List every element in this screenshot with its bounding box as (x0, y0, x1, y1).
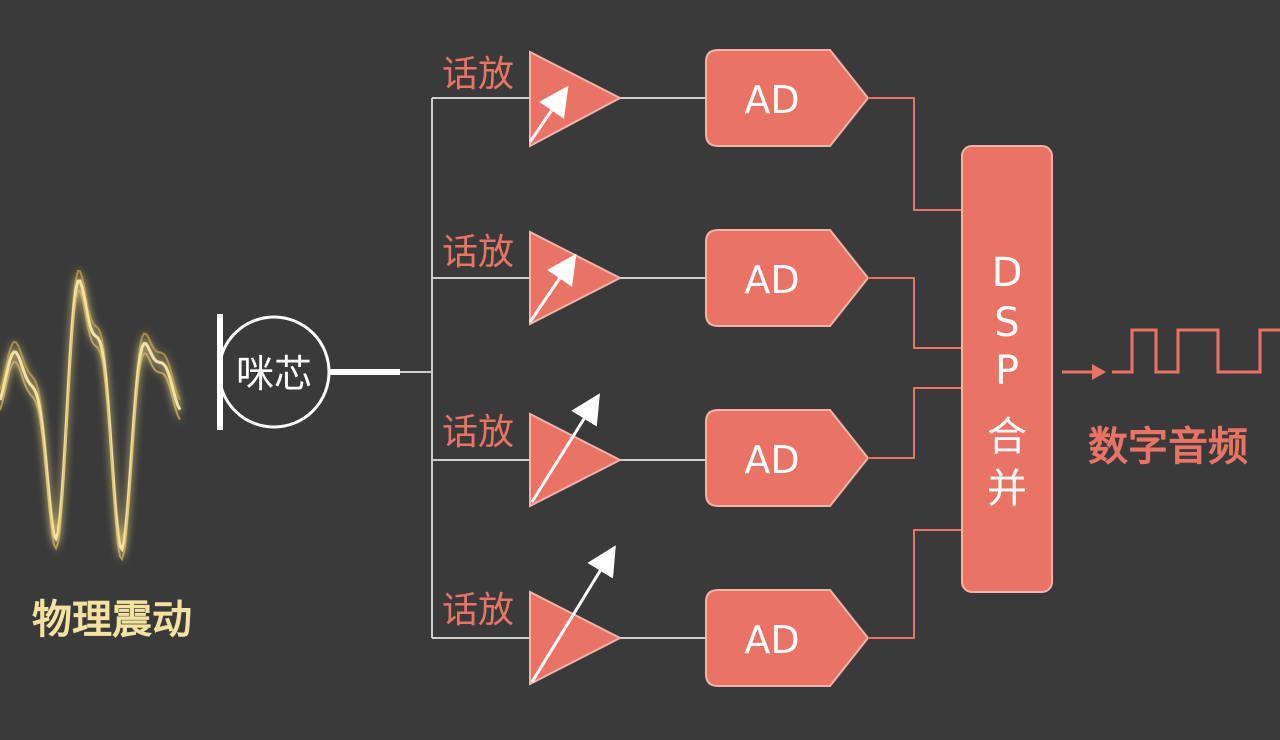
ad-label: AD (744, 258, 799, 302)
amplifier-1 (528, 50, 705, 148)
gain-arrow-icon (530, 393, 600, 503)
dsp-label-line-5: 并 (987, 466, 1027, 512)
digital-square-wave-icon (1112, 328, 1280, 374)
ad-to-dsp-wires (868, 97, 962, 639)
amplifier-label: 话放 (442, 232, 514, 273)
gain-arrow-icon (528, 85, 569, 143)
ad-label: AD (744, 618, 799, 662)
ad-converter-3 (705, 409, 870, 507)
wave-line (0, 289, 181, 562)
amplifier-2 (528, 230, 705, 326)
ad-converter-2 (705, 229, 870, 327)
amplifier-label: 话放 (442, 54, 514, 95)
dsp-label-line-2: S (994, 300, 1019, 346)
wave-line (0, 279, 182, 553)
amplifier-label: 话放 (442, 590, 514, 631)
output-arrow-icon (1062, 364, 1106, 380)
dsp-label-line-4: 合 (987, 414, 1027, 460)
amplifier-3 (529, 393, 705, 508)
ad-converter-1 (705, 49, 870, 147)
gain-arrow-icon (530, 545, 616, 683)
output-label: 数字音频 (1088, 424, 1248, 470)
source-label: 物理震动 (32, 597, 192, 643)
dsp-label-line-3: P (995, 348, 1019, 394)
mic-label: 咪芯 (236, 352, 312, 396)
vibration-wave-icon (0, 269, 182, 562)
ad-converter-4 (705, 589, 870, 687)
gain-arrow-icon (528, 253, 577, 323)
ad-label: AD (744, 438, 799, 482)
input-bus-wires (400, 97, 530, 639)
microphone-icon (217, 314, 400, 430)
wave-line (0, 269, 181, 542)
dsp-label-line-1: D (992, 250, 1023, 296)
dsp-block (961, 145, 1053, 593)
ad-label: AD (744, 78, 799, 122)
amplifier-4 (529, 545, 705, 686)
amplifier-label: 话放 (442, 412, 514, 453)
